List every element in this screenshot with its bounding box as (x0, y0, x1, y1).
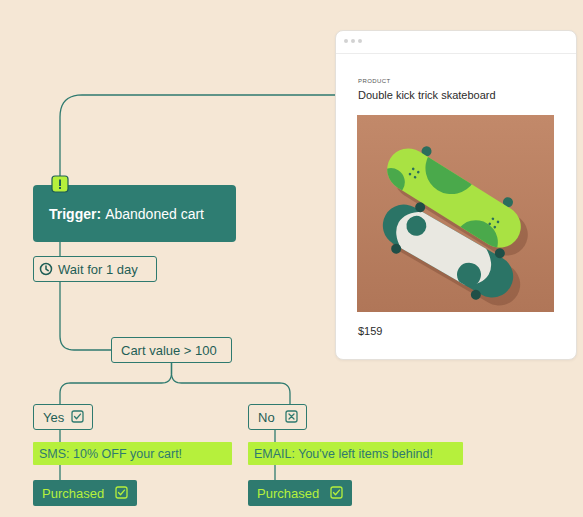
wait-step: Wait for 1 day (33, 256, 157, 282)
product-photo (357, 115, 554, 313)
check-icon (116, 487, 342, 498)
trigger-label: Trigger: (49, 206, 101, 222)
clock-icon (41, 264, 52, 275)
node-label: Yes (43, 410, 64, 425)
flow-connector (59, 465, 60, 480)
node-label: Cart value > 100 (121, 343, 217, 358)
node-label: Wait for 1 day (58, 262, 138, 277)
node-label: No (258, 410, 275, 425)
product-price: $159 (358, 325, 382, 337)
flow-connector (274, 430, 275, 442)
outcome-box: Purchased (248, 480, 352, 506)
flow-connector (172, 363, 291, 404)
flow-connector (60, 282, 111, 350)
node-label: EMAIL: You've left items behind! (254, 447, 433, 461)
trigger-box: Trigger:Abandoned cart (33, 185, 236, 242)
node-label: Purchased (42, 486, 104, 501)
window-bar (336, 31, 576, 54)
cross-icon (286, 411, 297, 422)
branch-yes: Yes (33, 404, 93, 430)
window-dots (344, 39, 362, 43)
trigger-icon (52, 176, 68, 192)
product-card: PRODUCT Double kick trick skateboard $159 (335, 30, 577, 360)
action-box: EMAIL: You've left items behind! (248, 442, 463, 465)
check-icon (72, 411, 83, 422)
flow-connector (60, 363, 172, 404)
action-box: SMS: 10% OFF your cart! (33, 442, 232, 465)
node-label: Purchased (257, 486, 319, 501)
flow-connector (59, 242, 60, 256)
product-title: Double kick trick skateboard (358, 89, 496, 101)
trigger-event: Abandoned cart (105, 206, 204, 222)
condition-box: Cart value > 100 (111, 337, 232, 363)
flow-connector (274, 465, 275, 480)
flow-connector (59, 430, 60, 442)
flow-connector (60, 95, 335, 185)
outcome-box: Purchased (33, 480, 137, 506)
product-tag: PRODUCT (358, 78, 390, 84)
node-label: SMS: 10% OFF your cart! (39, 447, 182, 461)
branch-no: No (248, 404, 307, 430)
